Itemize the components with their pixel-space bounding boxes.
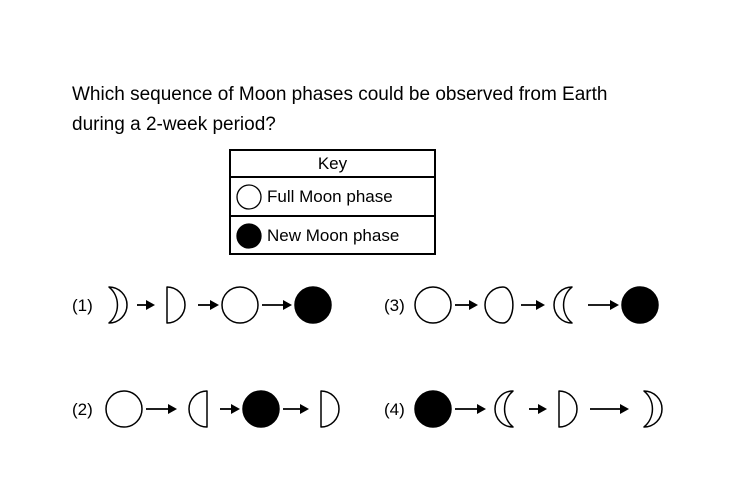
first-quarter-moon-icon — [320, 390, 340, 428]
arrow-right-icon — [137, 300, 155, 310]
arrow-right-icon — [590, 404, 629, 414]
question-text: Which sequence of Moon phases could be o… — [72, 80, 672, 140]
first-quarter-moon-icon — [558, 390, 578, 428]
first-quarter-moon-icon — [166, 286, 186, 324]
arrow-right-icon — [455, 300, 478, 310]
new-moon-icon — [242, 390, 280, 428]
choice-1-sequence[interactable] — [108, 286, 332, 324]
full-moon-icon — [221, 286, 259, 324]
new-moon-icon — [621, 286, 659, 324]
key-row-new-moon: New Moon phase — [231, 217, 434, 255]
waning-gibbous-moon-icon — [484, 286, 514, 324]
choice-3-sequence[interactable] — [414, 286, 659, 324]
full-moon-icon — [414, 286, 452, 324]
choice-label-2[interactable]: (2) — [72, 400, 93, 419]
choice-label-4[interactable]: (4) — [384, 400, 405, 419]
waxing-crescent-moon-icon — [108, 286, 128, 324]
last-quarter-moon-icon — [188, 390, 208, 428]
choice-label-3[interactable]: (3) — [384, 296, 405, 315]
arrow-right-icon — [283, 404, 309, 414]
waning-crescent-moon-icon — [553, 286, 573, 324]
question-line-1: Which sequence of Moon phases could be o… — [72, 84, 608, 105]
key-row-full-moon: Full Moon phase — [231, 178, 434, 217]
waning-crescent-moon-icon — [494, 390, 514, 428]
full-moon-icon — [105, 390, 143, 428]
arrow-right-icon — [220, 404, 240, 414]
waxing-crescent-moon-icon — [643, 390, 663, 428]
key-label-full-moon: Full Moon phase — [267, 187, 393, 206]
new-moon-icon — [294, 286, 332, 324]
full-moon-icon — [236, 184, 262, 210]
choice-4-sequence[interactable] — [414, 390, 663, 428]
choice-2-sequence[interactable] — [105, 390, 340, 428]
arrow-right-icon — [198, 300, 219, 310]
key-box: Key Full Moon phase New Moon phase — [229, 149, 436, 255]
arrow-right-icon — [146, 404, 177, 414]
arrow-right-icon — [455, 404, 486, 414]
arrow-right-icon — [521, 300, 545, 310]
arrow-right-icon — [262, 300, 292, 310]
key-label-new-moon: New Moon phase — [267, 226, 400, 245]
question-line-2: during a 2-week period? — [72, 114, 276, 135]
choice-label-1[interactable]: (1) — [72, 296, 93, 315]
new-moon-icon — [236, 223, 262, 249]
new-moon-icon — [414, 390, 452, 428]
key-title: Key — [231, 151, 434, 178]
arrow-right-icon — [529, 404, 547, 414]
arrow-right-icon — [588, 300, 619, 310]
